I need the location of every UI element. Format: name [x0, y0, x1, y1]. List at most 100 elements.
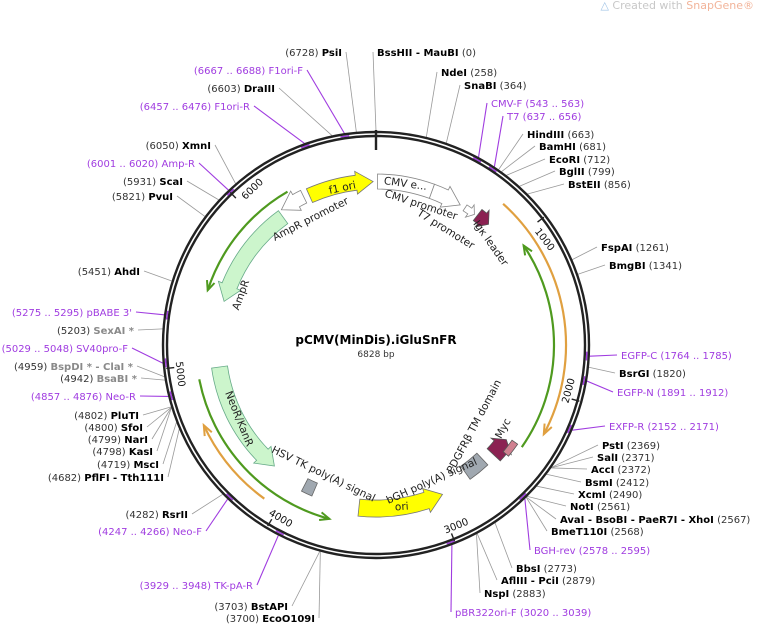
- feature-label-hsv-tk-polya[interactable]: HSV TK poly(A) signal: [270, 444, 377, 505]
- enzyme-site-label[interactable]: BstEII (856): [568, 180, 631, 191]
- primer-leader-line: [256, 535, 279, 586]
- enzyme-site-label[interactable]: (4719) MscI: [97, 460, 159, 471]
- igk-leader-feature[interactable]: [472, 208, 490, 228]
- enzyme-site-label[interactable]: BsmI (2412): [585, 478, 649, 489]
- enzyme-site-label[interactable]: NspI (2883): [484, 589, 546, 600]
- enzyme-site-label[interactable]: (4959) BspDI * - ClaI *: [14, 362, 134, 373]
- enzyme-site-label[interactable]: SalI (2371): [597, 453, 655, 464]
- enzyme-site-label[interactable]: FspAI (1261): [601, 243, 669, 254]
- enzyme-site-label[interactable]: (4942) BsaBI *: [60, 374, 138, 385]
- bgh-polya-feature[interactable]: [460, 452, 489, 480]
- orf-orange-right[interactable]: [502, 202, 568, 435]
- pdgfr-tm-feature[interactable]: [486, 437, 513, 462]
- enzyme-site-label[interactable]: AvaI - BsoBI - PaeR7I - XhoI (2567): [560, 515, 750, 526]
- enzyme-site-label[interactable]: SnaBI (364): [464, 81, 527, 92]
- enzyme-site-label[interactable]: (5451) AhdI: [78, 267, 140, 278]
- primer-label[interactable]: (4247 .. 4266) Neo-F: [98, 527, 202, 538]
- tick-label: 5000: [173, 361, 187, 388]
- primer-label[interactable]: EGFP-C (1764 .. 1785): [621, 351, 732, 362]
- primer-label[interactable]: T7 (637 .. 656): [506, 112, 581, 123]
- enzyme-site-label[interactable]: (4802) PluTI: [74, 411, 139, 422]
- cmv-promoter-feature[interactable]: [428, 183, 461, 208]
- site-leader-line: [142, 406, 172, 416]
- enzyme-site-label[interactable]: PstI (2369): [602, 441, 660, 452]
- enzyme-site-label[interactable]: BglII (799): [559, 167, 615, 178]
- site-leader-line: [506, 158, 546, 176]
- enzyme-site-label[interactable]: (6050) XmnI: [146, 141, 211, 152]
- enzyme-site-label[interactable]: XcmI (2490): [578, 490, 642, 501]
- enzyme-site-label[interactable]: AccI (2372): [591, 465, 651, 476]
- enzyme-site-label[interactable]: (4282) RsrII: [126, 510, 188, 521]
- enzyme-site-label[interactable]: BmgBI (1341): [609, 261, 682, 272]
- ori-feature[interactable]: [357, 488, 444, 518]
- enzyme-site-label[interactable]: (4800) SfoI: [84, 423, 143, 434]
- site-leader-line: [551, 444, 599, 468]
- primer-binding-mark: [300, 144, 310, 149]
- primer-leader-line: [589, 354, 618, 357]
- enzyme-site-label[interactable]: BbsI (2773): [516, 564, 577, 575]
- primer-label[interactable]: pBR322ori-F (3020 .. 3039): [455, 608, 591, 619]
- site-leader-line: [176, 195, 206, 217]
- enzyme-site-label[interactable]: BssHII - MauBI (0): [377, 48, 476, 59]
- feature-label-igk-leader[interactable]: Igκ leader: [470, 218, 510, 268]
- orf-green-left-upper[interactable]: [206, 190, 289, 291]
- feature-label-ori[interactable]: ori: [395, 501, 409, 514]
- enzyme-site-label[interactable]: (6603) DraIII: [207, 84, 275, 95]
- enzyme-site-label[interactable]: (4682) PflFI - Tth111I: [48, 473, 164, 484]
- enzyme-site-label[interactable]: (4799) NarI: [88, 435, 148, 446]
- primer-label[interactable]: EGFP-N (1891 .. 1912): [617, 388, 728, 399]
- primer-label[interactable]: (6457 .. 6476) F1ori-R: [140, 102, 250, 113]
- site-leader-line: [162, 422, 177, 465]
- primer-label[interactable]: (6001 .. 6020) Amp-R: [87, 159, 195, 170]
- myc-feature[interactable]: [502, 439, 519, 457]
- enzyme-site-label[interactable]: NotI (2561): [570, 502, 630, 513]
- enzyme-site-label[interactable]: EcoRI (712): [549, 155, 610, 166]
- primer-binding-mark: [472, 157, 482, 163]
- enzyme-site-label[interactable]: BsrGI (1820): [619, 369, 686, 380]
- tick-mark: [229, 191, 237, 199]
- orf-orange-left[interactable]: [202, 424, 265, 500]
- site-position: (4959): [14, 362, 47, 373]
- feature-label-cmv-enhancer[interactable]: CMV e...: [383, 175, 428, 193]
- enzyme-site-label[interactable]: (4798) KasI: [92, 447, 153, 458]
- enzyme-site-label[interactable]: (3700) EcoO109I: [226, 614, 315, 625]
- site-position: (1261): [636, 243, 669, 254]
- orf-green-left-lower[interactable]: [198, 379, 330, 520]
- enzyme-site-label[interactable]: BamHI (681): [539, 142, 606, 153]
- enzyme-site-label[interactable]: BmeT110I (2568): [551, 527, 644, 538]
- site-name: BGH-rev: [534, 546, 576, 557]
- t7-promoter-feature[interactable]: [462, 203, 475, 218]
- primer-label[interactable]: CMV-F (543 .. 563): [491, 99, 584, 110]
- site-name: F1ori-F: [269, 66, 304, 77]
- label-leader-lines: [131, 51, 618, 619]
- primer-label[interactable]: (6667 .. 6688) F1ori-F: [194, 66, 303, 77]
- enzyme-site-label[interactable]: HindIII (663): [527, 130, 594, 141]
- enzyme-site-label[interactable]: NdeI (258): [441, 68, 497, 79]
- enzyme-site-label[interactable]: (6728) PsiI: [285, 48, 342, 59]
- site-name: Neo-R: [106, 392, 137, 403]
- primer-label[interactable]: (5029 .. 5048) SV40pro-F: [2, 344, 129, 355]
- primer-label[interactable]: (5275 .. 5295) pBABE 3': [12, 308, 132, 319]
- primer-label[interactable]: (3929 .. 3948) TK-pA-R: [140, 581, 253, 592]
- feature-label-f1-ori[interactable]: f1 ori: [328, 179, 357, 196]
- enzyme-site-label[interactable]: (5203) SexAI *: [57, 326, 135, 337]
- hsv-tk-polya-feature[interactable]: [300, 478, 318, 497]
- ampr-promoter-feature[interactable]: [280, 189, 308, 211]
- primer-label[interactable]: BGH-rev (2578 .. 2595): [534, 546, 650, 557]
- primer-label[interactable]: (4857 .. 4876) Neo-R: [31, 392, 136, 403]
- site-leader-line: [143, 270, 172, 282]
- site-name: SexAI *: [93, 326, 134, 337]
- enzyme-site-label[interactable]: (5821) PvuI: [112, 192, 173, 203]
- primer-label[interactable]: EXFP-R (2152 .. 2171): [609, 422, 719, 433]
- enzyme-site-label[interactable]: AflIII - PciI (2879): [501, 576, 595, 587]
- f1-ori-feature[interactable]: [305, 170, 374, 204]
- primer-leader-line: [253, 105, 305, 144]
- enzyme-site-label[interactable]: (5931) ScaI: [123, 177, 183, 188]
- site-position: (543 .. 563): [525, 99, 584, 110]
- enzyme-site-label[interactable]: (3703) BstAPI: [214, 602, 288, 613]
- site-position: (2567): [717, 515, 750, 526]
- orf-green-right[interactable]: [520, 244, 556, 448]
- ampr-feature[interactable]: [217, 210, 289, 303]
- feature-label-myc[interactable]: Myc: [493, 416, 514, 440]
- neor-kanr-feature[interactable]: [211, 365, 275, 467]
